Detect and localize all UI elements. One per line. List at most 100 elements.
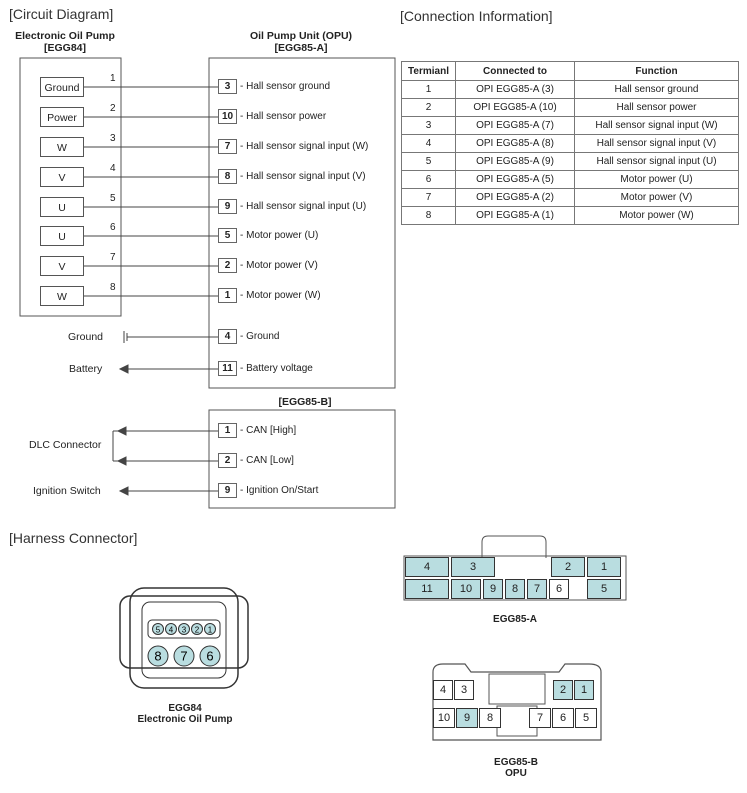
egg84-box <box>19 57 122 317</box>
terminal-num: 1 <box>218 288 237 303</box>
table-cell: 1 <box>401 80 456 99</box>
ignition-switch-label: Ignition Switch <box>33 485 101 497</box>
connector-pin: 10 <box>433 708 455 728</box>
terminal-label: - Motor power (W) <box>240 290 321 301</box>
connector-pin: 9 <box>483 579 503 599</box>
terminal-num: 9 <box>218 483 237 498</box>
terminal-num: 4 <box>218 329 237 344</box>
terminal-label: - Hall sensor signal input (V) <box>240 171 366 182</box>
egg85b-connector-outline <box>432 663 602 741</box>
egg84-pin-label: 4 <box>169 626 174 635</box>
connector-pin: 1 <box>587 557 621 577</box>
table-header: Connected to <box>455 61 575 81</box>
connector-pin: 9 <box>456 708 478 728</box>
connector-pin: 8 <box>479 708 501 728</box>
connector-pin: 10 <box>451 579 481 599</box>
terminal-label: - Ignition On/Start <box>240 485 319 496</box>
table-cell: 4 <box>401 134 456 153</box>
connector-pin: 6 <box>549 579 569 599</box>
connector-pin: 2 <box>553 680 573 700</box>
terminal-num: 7 <box>218 139 237 154</box>
terminal-num: 1 <box>218 423 237 438</box>
egg84-pin-u2: U <box>40 226 84 246</box>
connector-pin: 4 <box>405 557 449 577</box>
wire-number: 1 <box>110 73 116 84</box>
egg84-pin <box>191 623 203 635</box>
egg85a-terminal: 3- Hall sensor ground <box>218 79 330 95</box>
egg85a-caption: EGG85-A <box>493 614 537 625</box>
egg84-pin-power: Power <box>40 107 84 127</box>
circuit-diagram-title: [Circuit Diagram] <box>9 6 114 22</box>
egg85a-terminal: 7- Hall sensor signal input (W) <box>218 139 368 155</box>
egg85a-terminal: 8- Hall sensor signal input (V) <box>218 169 366 185</box>
table-cell: 8 <box>401 206 456 225</box>
terminal-label: - Motor power (V) <box>240 260 318 271</box>
terminal-num: 10 <box>218 109 237 124</box>
egg84-header-line1: Electronic Oil Pump <box>15 30 115 42</box>
egg85b-terminal: 1- CAN [High] <box>218 423 296 439</box>
terminal-label: - Hall sensor signal input (W) <box>240 141 369 152</box>
terminal-label: - CAN [High] <box>240 425 297 436</box>
dlc-connector-label: DLC Connector <box>29 439 102 451</box>
egg85a-latch <box>481 535 547 558</box>
egg85a-terminal: 5- Motor power (U) <box>218 228 318 244</box>
wire-number: 3 <box>110 133 116 144</box>
terminal-label: - Ground <box>240 331 280 342</box>
egg84-pin <box>204 623 216 635</box>
terminal-label: - Motor power (U) <box>240 230 319 241</box>
egg85a-header-line1: Oil Pump Unit (OPU) <box>249 30 353 42</box>
table-cell: OPI EGG85-A (5) <box>455 170 575 189</box>
table-cell: 7 <box>401 188 456 207</box>
battery-label: Battery <box>69 363 103 375</box>
wire-number: 8 <box>110 282 116 293</box>
egg84-pin-w: W <box>40 137 84 157</box>
terminal-num: 5 <box>218 228 237 243</box>
wire-number: 4 <box>110 163 116 174</box>
terminal-label: - Hall sensor ground <box>240 81 331 92</box>
terminal-num: 11 <box>218 361 237 376</box>
egg84-header-line2: [EGG84] <box>43 42 86 54</box>
egg85b-caption-line1: EGG85-B <box>494 757 538 768</box>
egg85b-terminal: 9- Ignition On/Start <box>218 483 318 499</box>
terminal-label: - Battery voltage <box>240 363 313 374</box>
connector-pin: 3 <box>451 557 495 577</box>
wire-number: 7 <box>110 252 116 263</box>
egg84-pin-label: 1 <box>208 626 213 635</box>
connector-pin: 2 <box>551 557 585 577</box>
egg85a-box <box>208 57 396 389</box>
connector-pin: 11 <box>405 579 449 599</box>
egg85b-caption: EGG85-B OPU <box>480 757 552 779</box>
egg85b-caption-line2: OPU <box>505 768 527 779</box>
can-low-arrow <box>116 456 127 466</box>
table-cell: OPI EGG85-A (9) <box>455 152 575 171</box>
egg85a-terminal: 10- Hall sensor power <box>218 109 326 125</box>
table-cell: Hall sensor ground <box>574 80 739 99</box>
egg84-pin-u: U <box>40 197 84 217</box>
connector-pin: 6 <box>552 708 574 728</box>
terminal-num: 8 <box>218 169 237 184</box>
egg85b-box <box>208 409 396 509</box>
egg84-pin <box>199 645 221 667</box>
table-cell: Motor power (V) <box>574 188 739 207</box>
egg84-pin-label: 6 <box>206 649 213 664</box>
table-cell: OPI EGG85-A (10) <box>455 98 575 117</box>
can-high-arrow <box>116 426 127 436</box>
egg84-pin-ground: Ground <box>40 77 84 97</box>
table-cell: Hall sensor signal input (W) <box>574 116 739 135</box>
egg85b-header: [EGG85-B] <box>278 396 332 408</box>
egg85b-terminal: 2- CAN [Low] <box>218 453 294 469</box>
egg85a-housing <box>403 555 627 601</box>
table-cell: OPI EGG85-A (8) <box>455 134 575 153</box>
connection-info-title: [Connection Information] <box>400 8 553 24</box>
table-cell: OPI EGG85-A (2) <box>455 188 575 207</box>
connector-pin: 8 <box>505 579 525 599</box>
egg84-pin-label: 7 <box>180 649 187 664</box>
